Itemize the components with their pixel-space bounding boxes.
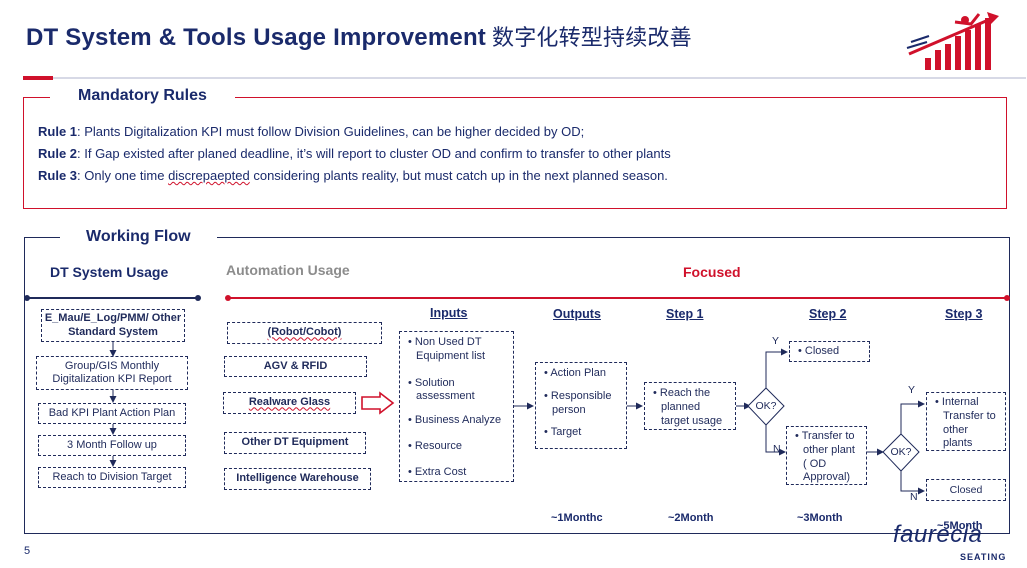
- brand-logo: faurecia: [893, 521, 983, 548]
- automation-robot: (Robot/Cobot): [227, 322, 382, 344]
- step2-closed-item: • Closed: [798, 345, 840, 357]
- automation-agv-rfid: AGV & RFID: [224, 356, 367, 377]
- step2-decision-label: OK?: [755, 399, 777, 412]
- rule-label: Rule 1: [38, 124, 78, 139]
- dt-step-kpi-report: Group/GIS Monthly Digitalization KPI Rep…: [36, 356, 188, 390]
- rule-label: Rule 3: [38, 168, 78, 183]
- brand-subtitle: SEATING: [960, 552, 1007, 562]
- outputs-box: • Action Plan • Responsible person • Tar…: [535, 362, 627, 449]
- automation-realware-label: Realware Glass: [248, 396, 331, 409]
- step1-item: • Reach the planned target usage: [653, 387, 723, 427]
- inputs-item: • Business Analyze: [408, 414, 502, 426]
- inputs-item: • Extra Cost: [408, 465, 467, 478]
- inputs-box: • Non Used DT Equipment list • Solution …: [399, 331, 514, 482]
- outputs-item: • Responsible person: [544, 389, 612, 416]
- outputs-heading: Outputs: [553, 307, 601, 321]
- rule-text: : Only one time: [77, 168, 169, 183]
- dt-step-action-plan: Bad KPI Plant Action Plan: [38, 403, 186, 424]
- rule-text-end: considering plants reality, but must cat…: [249, 168, 668, 183]
- flow-panel: [24, 237, 1010, 534]
- step3-decision-label: OK?: [890, 445, 912, 458]
- rule-2: Rule 2: If Gap existed after planed dead…: [38, 146, 671, 161]
- dt-system-heading: DT System Usage: [50, 264, 169, 280]
- inputs-item: • Non Used DT Equipment list: [408, 336, 486, 362]
- rule-text: : Plants Digitalization KPI must follow …: [77, 124, 585, 139]
- automation-robot-label: (Robot/Cobot): [267, 326, 342, 339]
- automation-other-dt: Other DT Equipment: [224, 432, 366, 454]
- rules-title: Mandatory Rules: [50, 87, 235, 105]
- step3-closed-box: Closed: [926, 479, 1006, 501]
- step2-heading: Step 2: [809, 307, 847, 321]
- step3-internal-box: • Internal Transfer to other plants: [926, 392, 1006, 451]
- rule-text: : If Gap existed after planed deadline, …: [77, 146, 671, 161]
- rule-label: Rule 2: [38, 146, 78, 161]
- page-number: 5: [24, 545, 31, 557]
- title-cn: 数字化转型持续改善: [492, 26, 692, 51]
- step3-heading: Step 3: [945, 307, 983, 321]
- step2-transfer-item: • Transfer to other plant ( OD Approval): [795, 430, 855, 484]
- dt-step-systems: E_Mau/E_Log/PMM/ Other Standard System: [41, 309, 185, 342]
- focused-heading: Focused: [683, 264, 741, 280]
- step2-transfer-box: • Transfer to other plant ( OD Approval): [786, 426, 867, 485]
- outputs-duration: ~1Monthc: [551, 512, 603, 524]
- step1-duration: ~2Month: [668, 512, 714, 524]
- step2-no-label: N: [773, 443, 781, 455]
- step2-duration: ~3Month: [797, 512, 843, 524]
- flow-title: Working Flow: [60, 228, 217, 246]
- header-divider: [23, 77, 1026, 79]
- misspelled-word: discrepaepted: [168, 168, 250, 183]
- automation-warehouse: Intelligence Warehouse: [224, 468, 371, 490]
- step1-box: • Reach the planned target usage: [644, 382, 736, 430]
- dt-step-reach-target: Reach to Division Target: [38, 467, 186, 488]
- dt-step-follow-up: 3 Month Follow up: [38, 435, 186, 456]
- inputs-item: • Solution assessment: [408, 376, 475, 403]
- outputs-item: • Action Plan: [544, 367, 606, 379]
- step3-no-label: N: [910, 491, 918, 503]
- automation-realware: Realware Glass: [223, 392, 356, 414]
- inputs-item: • Resource: [408, 439, 462, 452]
- step1-heading: Step 1: [666, 307, 704, 321]
- rules-panel: [23, 97, 1007, 209]
- rule-3: Rule 3: Only one time discrepaepted cons…: [38, 168, 668, 183]
- automation-heading: Automation Usage: [226, 262, 350, 278]
- header-accent: [23, 76, 53, 80]
- step2-yes-label: Y: [772, 335, 780, 347]
- step2-closed-box: • Closed: [789, 341, 870, 362]
- step3-duration: ~5Month: [937, 520, 983, 532]
- inputs-heading: Inputs: [430, 306, 468, 320]
- step3-yes-label: Y: [908, 384, 916, 396]
- title-en: DT System & Tools Usage Improvement: [26, 24, 486, 51]
- outputs-item: • Target: [544, 426, 582, 439]
- rule-1: Rule 1: Plants Digitalization KPI must f…: [38, 124, 584, 139]
- step3-internal-item: • Internal Transfer to other plants: [935, 396, 996, 450]
- growth-logo-icon: [906, 12, 999, 70]
